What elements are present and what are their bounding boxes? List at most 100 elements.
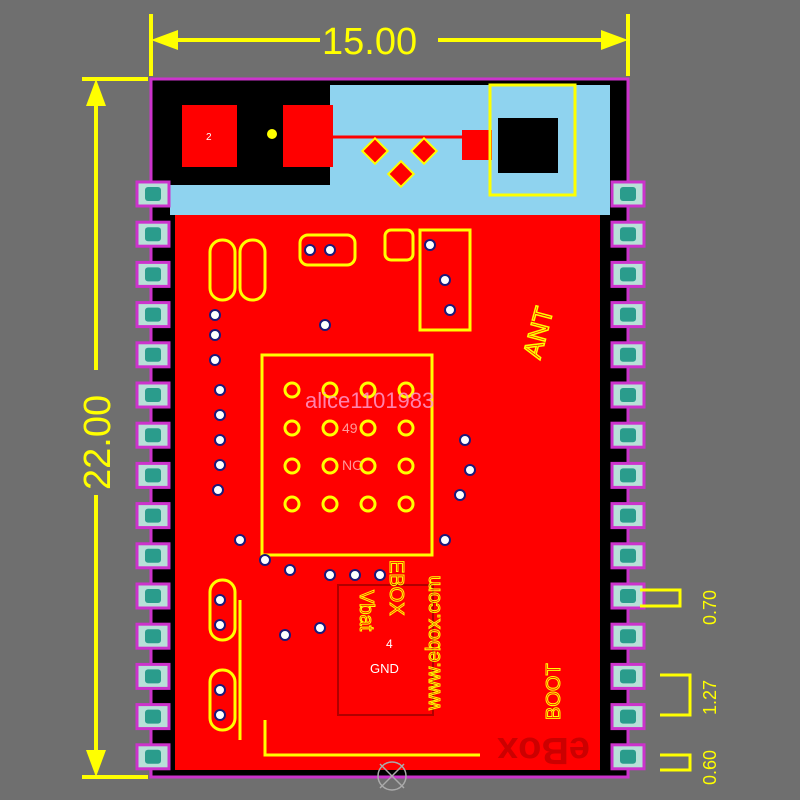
via <box>304 244 316 256</box>
silk-vertical-4: Vbat <box>355 590 377 632</box>
chip-number: 49 <box>342 420 358 436</box>
left-pin <box>135 341 171 369</box>
silk-vertical-3: EBOX <box>385 560 407 616</box>
right-pin <box>610 582 646 610</box>
large-pad-1-label: 2 <box>206 132 212 143</box>
left-pin <box>135 542 171 570</box>
left-pin <box>135 502 171 530</box>
via <box>349 569 361 581</box>
right-pin <box>610 180 646 208</box>
right-pin <box>610 502 646 530</box>
left-pin <box>135 381 171 409</box>
left-pin <box>135 421 171 449</box>
right-pin <box>610 381 646 409</box>
via <box>439 274 451 286</box>
width-dimension <box>149 14 630 76</box>
via <box>209 329 221 341</box>
dim-070: 0.70 <box>700 590 720 625</box>
via <box>214 684 226 696</box>
via <box>234 534 246 546</box>
left-silk-components <box>208 228 480 757</box>
via <box>314 622 326 634</box>
origin-marker-icon <box>377 761 407 791</box>
thermal-via <box>359 381 377 399</box>
silk-vertical-1: www.ebox.com <box>423 576 445 712</box>
thermal-via <box>321 381 339 399</box>
via <box>214 619 226 631</box>
chip-outline <box>260 353 434 557</box>
thermal-via <box>397 495 415 513</box>
via <box>464 464 476 476</box>
width-dimension-label: 15.00 <box>322 21 417 63</box>
via <box>324 244 336 256</box>
diamond-pads <box>360 136 439 189</box>
left-pin <box>135 582 171 610</box>
right-pin <box>610 542 646 570</box>
right-pin <box>610 260 646 288</box>
antenna-area <box>170 85 610 210</box>
left-pin <box>135 743 171 771</box>
large-pad-2 <box>283 105 333 167</box>
via <box>214 594 226 606</box>
small-dimensions <box>640 588 692 772</box>
via <box>214 459 226 471</box>
silk-vertical-2: BOOT <box>543 663 565 720</box>
left-pin <box>135 260 171 288</box>
height-dimension <box>82 77 148 779</box>
connector-pad <box>498 118 558 173</box>
watermark: alice1101983 <box>305 388 434 413</box>
via <box>214 384 226 396</box>
height-dimension-label: 22.00 <box>77 395 119 490</box>
via <box>212 484 224 496</box>
thermal-via <box>283 495 301 513</box>
left-pin-column <box>135 180 171 771</box>
dim-127: 1.27 <box>700 680 720 715</box>
via <box>444 304 456 316</box>
via <box>209 354 221 366</box>
right-pin <box>610 301 646 329</box>
left-pin <box>135 461 171 489</box>
right-pin <box>610 622 646 650</box>
gnd-pad: 4 GND <box>337 584 434 716</box>
thermal-via <box>397 457 415 475</box>
right-pin-column <box>610 180 646 771</box>
via <box>214 434 226 446</box>
chip-thermal-vias <box>283 381 415 513</box>
small-pad <box>462 130 492 160</box>
thermal-via <box>283 457 301 475</box>
via <box>267 129 277 139</box>
via <box>324 569 336 581</box>
component-vias <box>209 239 476 721</box>
large-pad-1 <box>182 105 237 167</box>
via <box>454 489 466 501</box>
left-pin <box>135 220 171 248</box>
via <box>214 409 226 421</box>
via <box>319 319 331 331</box>
left-pin <box>135 622 171 650</box>
via <box>279 629 291 641</box>
right-pin <box>610 220 646 248</box>
thermal-via <box>397 381 415 399</box>
right-pin <box>610 703 646 731</box>
thermal-via <box>359 457 377 475</box>
gnd-pad-net: GND <box>370 661 399 676</box>
antenna-area-lower <box>170 180 610 215</box>
left-pin <box>135 703 171 731</box>
dim-060: 0.60 <box>700 750 720 785</box>
right-pin <box>610 743 646 771</box>
right-pin <box>610 662 646 690</box>
chip: 49 NC <box>260 353 434 557</box>
thermal-via <box>397 419 415 437</box>
via <box>374 569 386 581</box>
thermal-via <box>321 457 339 475</box>
right-pin <box>610 341 646 369</box>
thermal-via <box>359 495 377 513</box>
thermal-via <box>359 419 377 437</box>
via <box>424 239 436 251</box>
left-pin <box>135 180 171 208</box>
right-pin <box>610 421 646 449</box>
chip-net: NC <box>342 457 362 473</box>
left-pin <box>135 301 171 329</box>
